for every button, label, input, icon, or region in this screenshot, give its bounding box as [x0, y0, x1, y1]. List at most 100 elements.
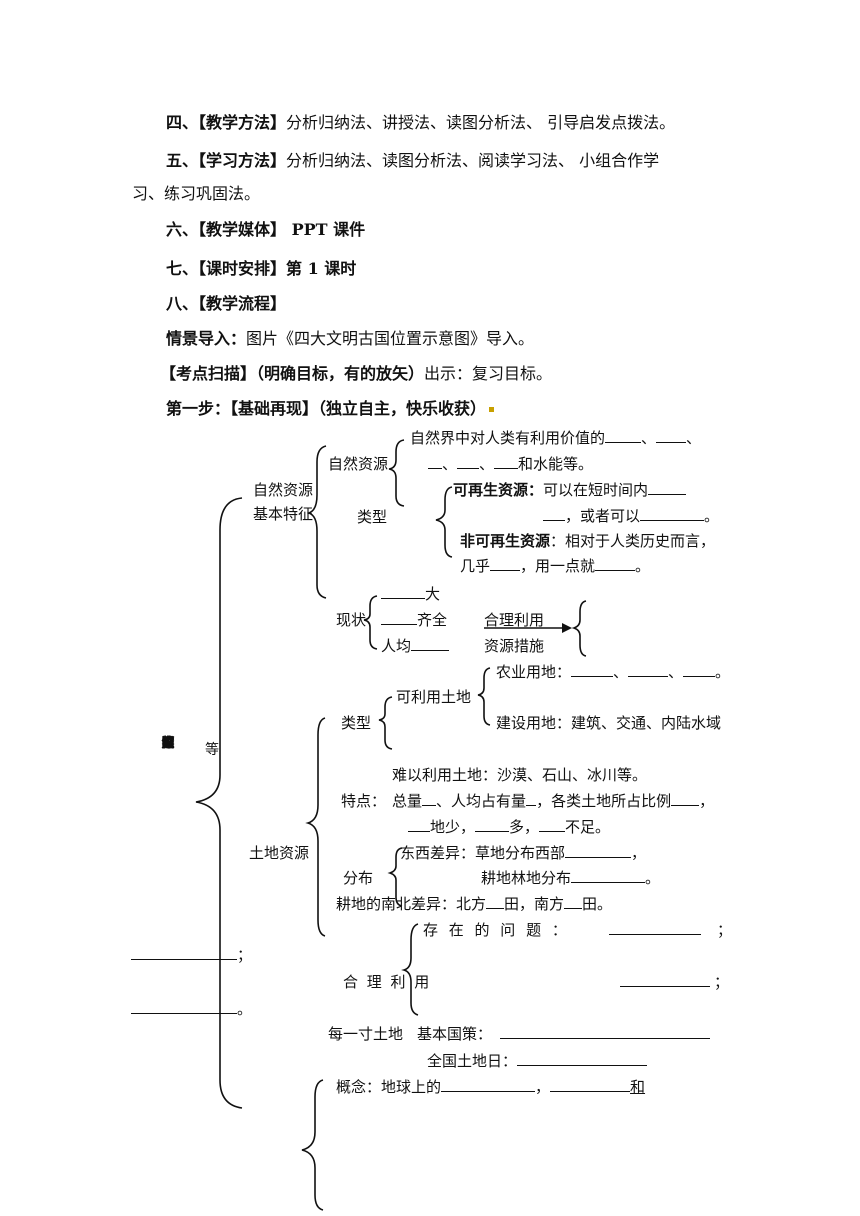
feat-little: 地少，: [430, 818, 476, 836]
feat-total: 总量: [392, 792, 423, 810]
comma: 、: [668, 663, 684, 681]
feat-per: 人均占有量: [451, 792, 527, 810]
blank: [620, 972, 710, 987]
farm-forest-line: 耕地林地分布。: [481, 868, 660, 888]
renewable-or: ，或者可以: [565, 507, 641, 525]
blank: [609, 920, 701, 935]
left-blank-line-2: 。: [131, 999, 252, 1019]
learn-method-text: 分析归纳法、读图分析法、阅读学习法、 小组合作学: [286, 151, 660, 170]
nat-res-def-1: 自然界中对人类有利用价值的、、: [410, 428, 701, 448]
renewable-text: 可以在短时间内: [543, 481, 649, 499]
farm-forest-text: 耕地林地分布: [481, 869, 572, 887]
status-big: 大: [381, 584, 440, 604]
renewable-label: 可再生资源：: [453, 481, 544, 499]
media-text: PPT 课件: [286, 220, 366, 239]
problems-blank-line: ；: [609, 920, 732, 940]
hard-land: 难以利用土地：沙漠、石山、冰川等。: [392, 766, 648, 784]
blank: [490, 556, 521, 571]
ns-diff-line: 耕地的南北差异：北方田，南方田。: [336, 894, 612, 914]
blank: [428, 454, 442, 469]
blank: [517, 1051, 648, 1066]
nonrenew-text-2b: ，用一点就: [520, 557, 596, 575]
blank: [441, 1077, 536, 1092]
land-features-line-2: 地少，多，不足。: [408, 817, 610, 837]
comma: 、: [613, 663, 629, 681]
comma: 、: [436, 792, 452, 810]
land-res-label: 土地资源: [249, 844, 310, 862]
blank: [595, 556, 636, 571]
problems-label: 存 在 的 问 题 ：: [423, 921, 567, 939]
blank: [500, 1024, 711, 1039]
nonrenew-label: 非可再生资源: [460, 532, 551, 550]
nonrenew-text: ：相对于人类历史而言，: [550, 532, 716, 550]
teach-method-text: 分析归纳法、讲授法、读图分析法、 引导启发点拨法。: [286, 113, 676, 132]
dist-label: 分布: [343, 869, 374, 887]
step1-paren: （独立自主，快乐收获）: [318, 399, 487, 418]
status-per: 人均: [381, 636, 450, 656]
ew-diff-line: 东西差异：草地分布西部，: [400, 843, 646, 863]
renewable-line: 可再生资源：可以在短时间内: [453, 480, 687, 500]
blank: [422, 791, 437, 806]
blank: [564, 894, 583, 909]
nat-res-label: 自然资源: [328, 455, 389, 473]
nat-res-def-text-2: 和水能等。: [518, 455, 594, 473]
comma: 、: [641, 429, 657, 447]
policy-line: 每一寸土地基本国策：: [328, 1024, 711, 1044]
status-per-text: 人均: [381, 637, 412, 655]
feat-label: 特点：: [341, 792, 387, 810]
features-label-1: 自然资源: [253, 481, 314, 499]
comma: ，: [631, 844, 647, 862]
comma: ，: [699, 792, 715, 810]
nonrenew-end: 。: [635, 557, 651, 575]
blank: [605, 428, 642, 443]
scan-line: 【考点扫描】（明确目标，有的放矢）出示：复习目标。: [160, 363, 552, 385]
blank: [640, 506, 705, 521]
blank: [565, 843, 632, 858]
root-char: 源: [161, 736, 175, 751]
blank: [411, 636, 450, 651]
period: 。: [715, 663, 731, 681]
renewable-end: 。: [704, 507, 720, 525]
nat-res-def-text: 自然界中对人类有利用价值的: [410, 429, 606, 447]
period: 。: [237, 1000, 253, 1018]
blank: [539, 817, 566, 832]
status-complete-text: 齐全: [417, 611, 448, 629]
blank: [131, 945, 237, 960]
nonrenew-line-2: 几乎，用一点就。: [460, 556, 650, 576]
rational-use: 合理利用: [484, 611, 545, 629]
learn-method-line: 五、【学习方法】分析归纳法、读图分析法、阅读学习法、 小组合作学: [166, 150, 659, 172]
blank: [526, 791, 537, 806]
learn-method-line-2: 习、练习巩固法。: [132, 184, 261, 203]
schedule-line: 七、【课时安排】第 1 课时: [166, 258, 356, 280]
measures-brace: [571, 600, 587, 657]
status-brace: [363, 595, 378, 650]
concept-a: 概念：地球上的: [336, 1078, 442, 1096]
status-label: 现状: [336, 611, 367, 629]
root-char: 自: [161, 736, 175, 751]
schedule-label: 七、【课时安排】: [166, 259, 287, 278]
blank: [648, 480, 687, 495]
scan-text: 出示：复习目标。: [424, 364, 553, 383]
intro-line: 情景导入：图片《四大文明古国位置示意图》导入。: [166, 328, 534, 350]
blank: [381, 584, 425, 599]
land-types-label: 类型: [341, 714, 372, 732]
blank: [571, 662, 614, 677]
blank: [494, 454, 519, 469]
land-types-brace: [378, 696, 393, 750]
features-label-2: 基本特征: [253, 505, 314, 523]
blank: [550, 1077, 631, 1092]
step1-label: 第一步：【基础再现】: [166, 399, 319, 418]
usable-brace: [477, 667, 491, 726]
root-char: 资: [161, 736, 175, 751]
comma: 、: [442, 455, 458, 473]
semicolon: ；: [714, 973, 730, 991]
yellow-dot-icon: [489, 407, 495, 412]
semicolon: ；: [237, 946, 253, 964]
concept-brace: [301, 1079, 324, 1211]
res-measures: 资源措施: [484, 637, 545, 655]
types-brace: [435, 486, 453, 558]
comma: 、: [479, 455, 495, 473]
nat-res-brace: [388, 439, 405, 507]
flow-label: 八、【教学流程】: [166, 294, 287, 313]
